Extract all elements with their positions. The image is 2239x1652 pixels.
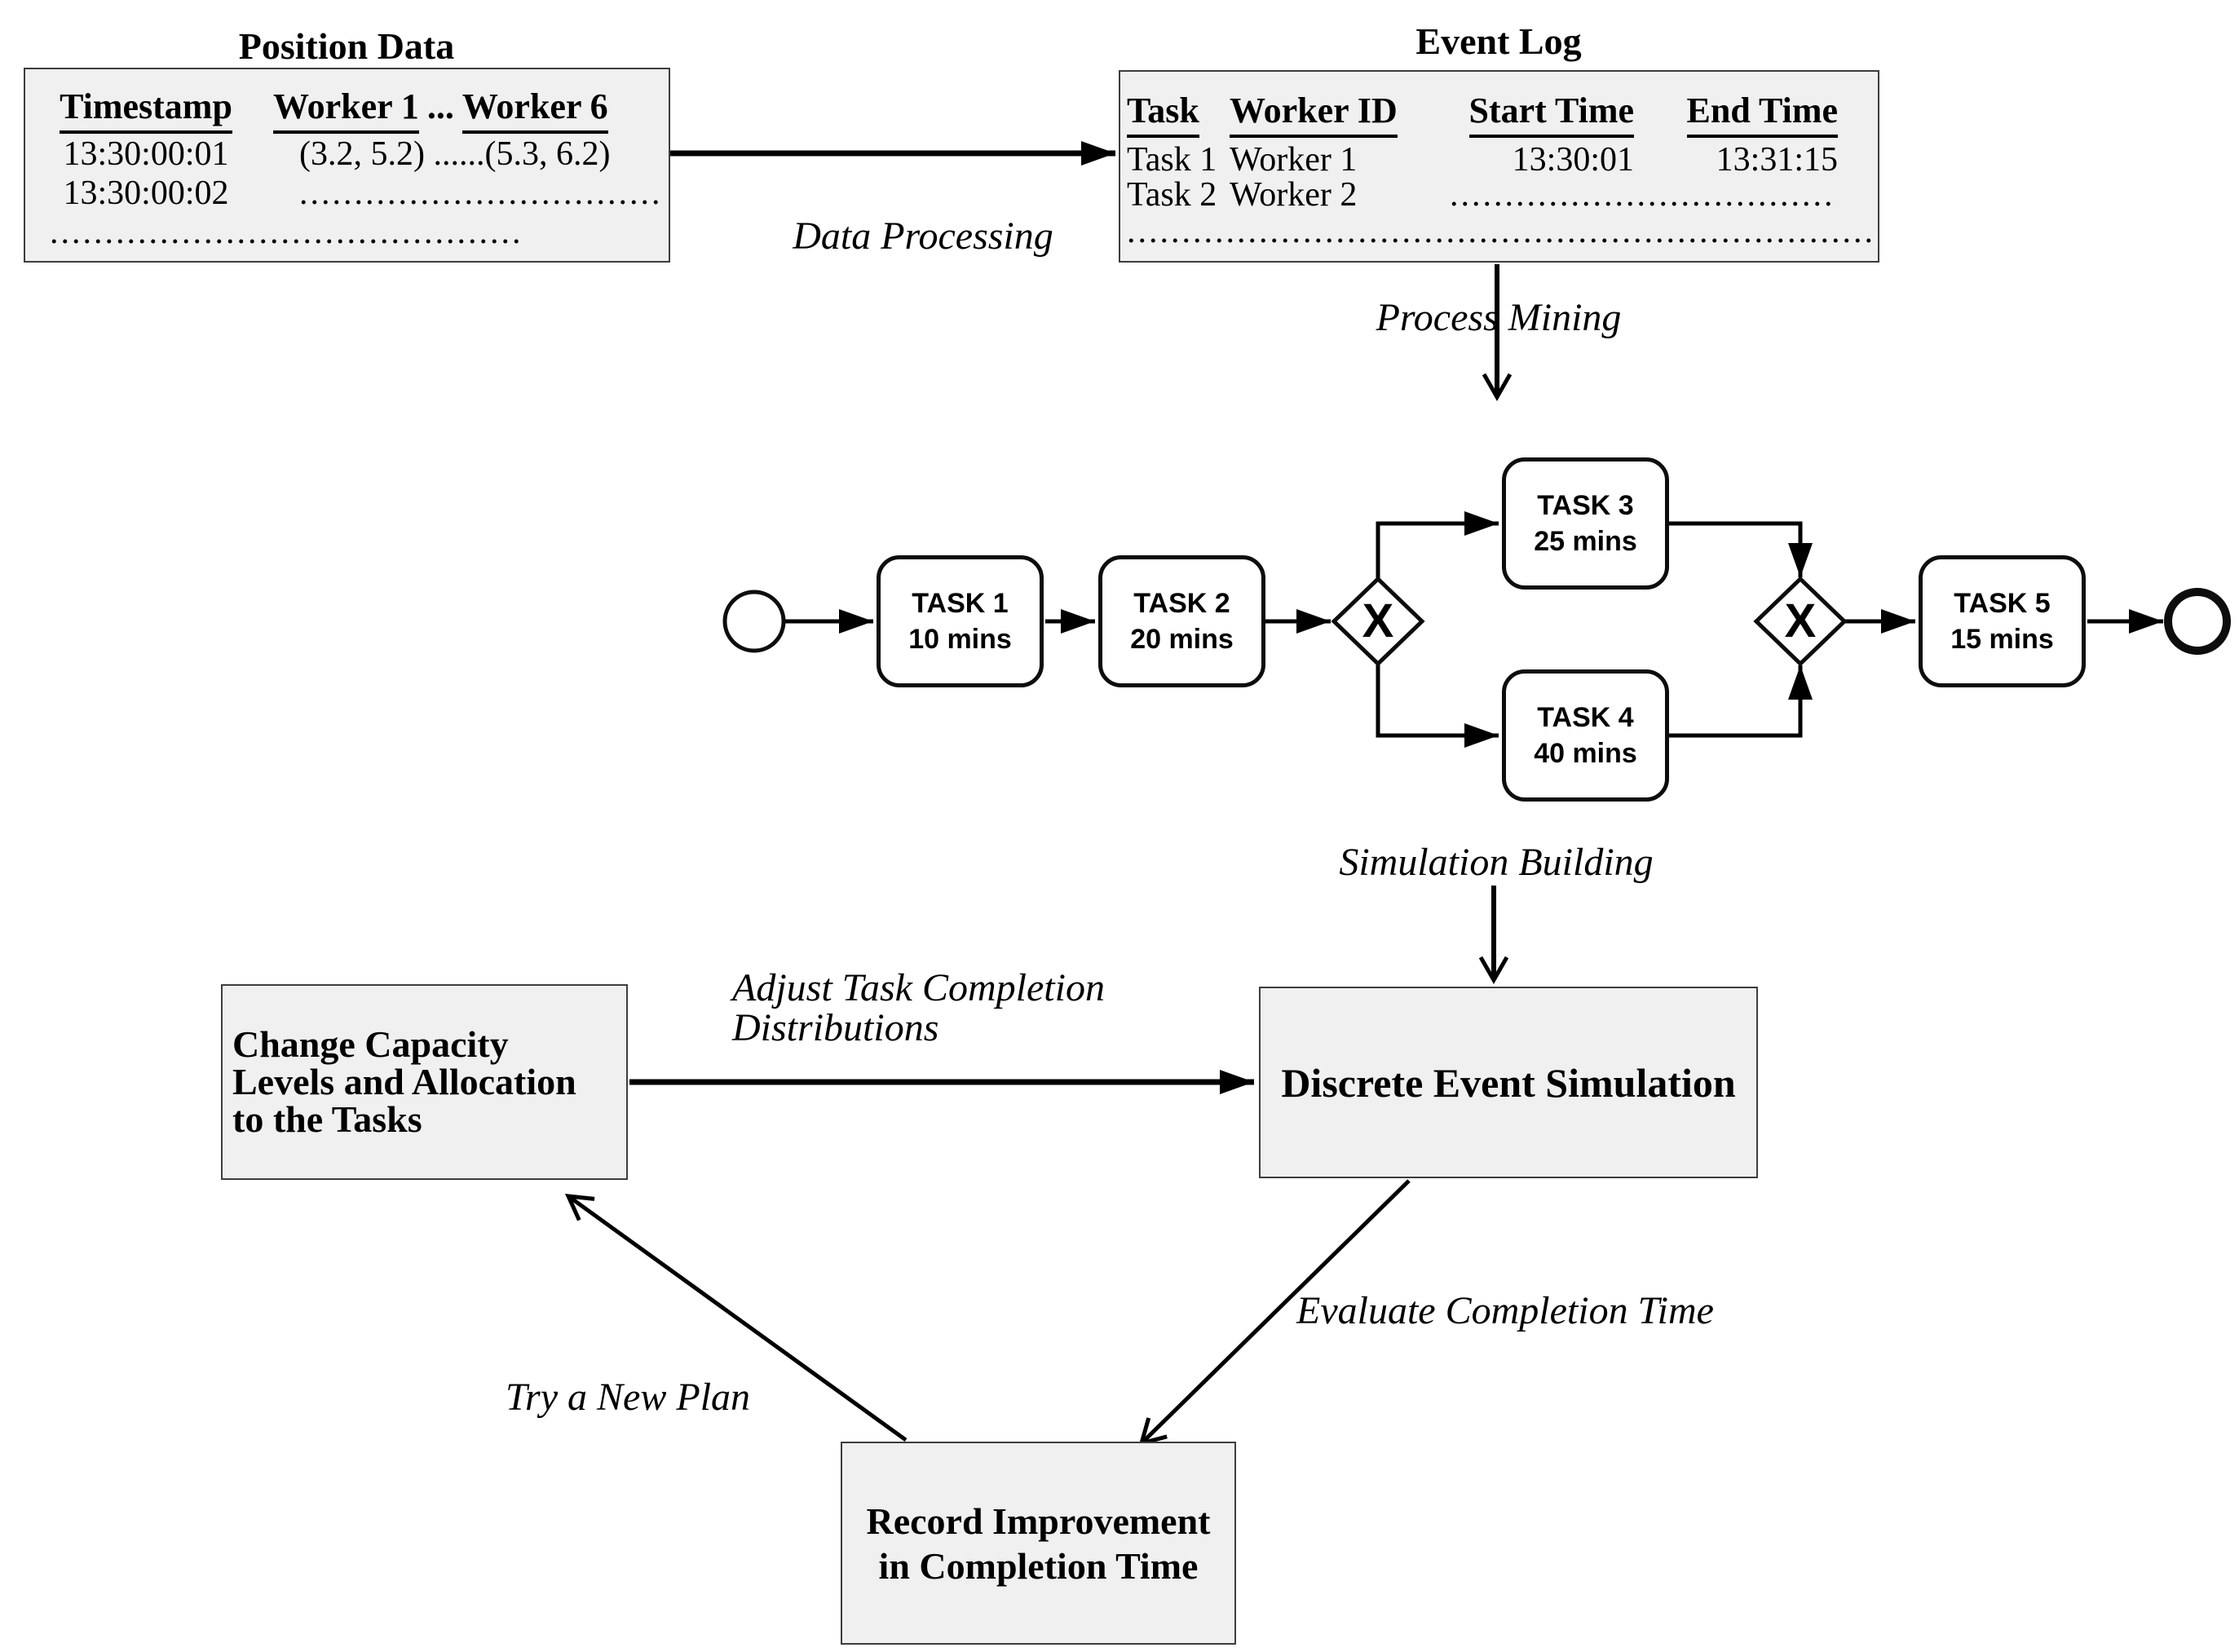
task1-node: TASK 1 10 mins (877, 555, 1044, 687)
event-log-title: Event Log (1415, 20, 1582, 62)
position-row1-coords: (3.2, 5.2) ......(5.3, 6.2) (299, 135, 611, 173)
record-line1: Record Improvement (866, 1500, 1211, 1542)
task1-duration: 10 mins (908, 624, 1012, 655)
label-simulation-building: Simulation Building (1339, 841, 1654, 884)
event-col-worker: Worker ID (1230, 90, 1398, 138)
task2-node: TASK 2 20 mins (1098, 555, 1265, 687)
arrow-evaluate-completion (1138, 1179, 1411, 1447)
label-adjust-line1: Adjust Task Completion (732, 966, 1105, 1009)
record-improvement-box: Record Improvement in Completion Time (841, 1442, 1236, 1645)
task4-node: TASK 4 40 mins (1502, 669, 1669, 802)
gateway2-x-marker: X (1784, 594, 1817, 647)
position-footer-dots: ........................................… (50, 214, 523, 251)
position-table: Timestamp Worker 1...Worker 6 13:30:00:0… (24, 68, 670, 263)
discrete-event-simulation-box: Discrete Event Simulation (1259, 987, 1758, 1178)
event-row2-worker: Worker 2 (1230, 176, 1358, 214)
label-adjust-line2: Distributions (732, 1006, 939, 1049)
change-line3: to the Tasks (232, 1098, 422, 1140)
event-log-table: Task Worker ID Start Time End Time Task … (1119, 70, 1879, 263)
gateway1-diamond (1331, 576, 1425, 667)
event-col-end: End Time (1686, 90, 1838, 138)
task4-name: TASK 4 (1537, 702, 1634, 733)
label-try-new-plan: Try a New Plan (506, 1376, 751, 1419)
des-label: Discrete Event Simulation (1281, 1059, 1736, 1106)
event-row2-task: Task 2 (1127, 176, 1217, 214)
position-col-worker1: Worker 1 (273, 86, 419, 134)
task2-duration: 20 mins (1130, 624, 1234, 655)
event-row1-worker: Worker 1 (1230, 141, 1358, 179)
flow-task4-gateway2 (1669, 665, 1813, 738)
arrow-try-new-plan (564, 1194, 908, 1442)
position-row2-dots: ................................. (299, 174, 663, 212)
change-line1: Change Capacity (232, 1023, 509, 1065)
label-process-mining: Process Mining (1376, 296, 1622, 339)
event-row1-end: 13:31:15 (1716, 141, 1838, 179)
start-event-circle (722, 590, 786, 653)
event-col-start: Start Time (1468, 90, 1634, 138)
position-table-title: Position Data (238, 25, 455, 67)
position-col-timestamp: Timestamp (60, 86, 232, 134)
record-improvement-label: Record Improvement in Completion Time (842, 1499, 1234, 1588)
event-col-task: Task (1127, 90, 1199, 138)
gateway1-x-marker: X (1362, 594, 1394, 647)
event-row1-start: 13:30:01 (1512, 141, 1634, 179)
task3-duration: 25 mins (1534, 526, 1637, 557)
task1-name: TASK 1 (912, 588, 1009, 619)
task4-duration: 40 mins (1534, 738, 1637, 769)
change-line2: Levels and Allocation (232, 1061, 576, 1102)
task5-name: TASK 5 (1954, 588, 2051, 619)
task3-name: TASK 3 (1537, 490, 1634, 521)
task3-node: TASK 3 25 mins (1502, 457, 1669, 590)
task2-name: TASK 2 (1133, 588, 1230, 619)
flow-gateway1-task3 (1376, 511, 1499, 582)
event-row1-task: Task 1 (1127, 141, 1217, 179)
event-row2-dots: ................................... (1450, 176, 1835, 214)
position-row1-timestamp: 13:30:00:01 (63, 135, 229, 173)
position-col-ellipsis: ... (426, 86, 454, 126)
label-data-processing: Data Processing (793, 214, 1053, 258)
gateway2-diamond (1753, 576, 1848, 667)
position-row2-timestamp: 13:30:00:02 (63, 174, 229, 212)
flow-task3-gateway2 (1669, 521, 1813, 577)
position-col-worker6: Worker 6 (461, 86, 608, 134)
record-line2: in Completion Time (878, 1544, 1199, 1587)
end-event-circle (2164, 588, 2231, 655)
task5-duration: 15 mins (1950, 624, 2054, 655)
flow-gateway1-task4 (1376, 660, 1499, 748)
label-evaluate-completion: Evaluate Completion Time (1296, 1289, 1714, 1332)
task5-node: TASK 5 15 mins (1919, 555, 2086, 687)
event-footer-dots: ........................................… (1127, 213, 1874, 250)
change-capacity-label: Change Capacity Levels and Allocation to… (223, 1026, 576, 1138)
change-capacity-box: Change Capacity Levels and Allocation to… (221, 984, 628, 1180)
